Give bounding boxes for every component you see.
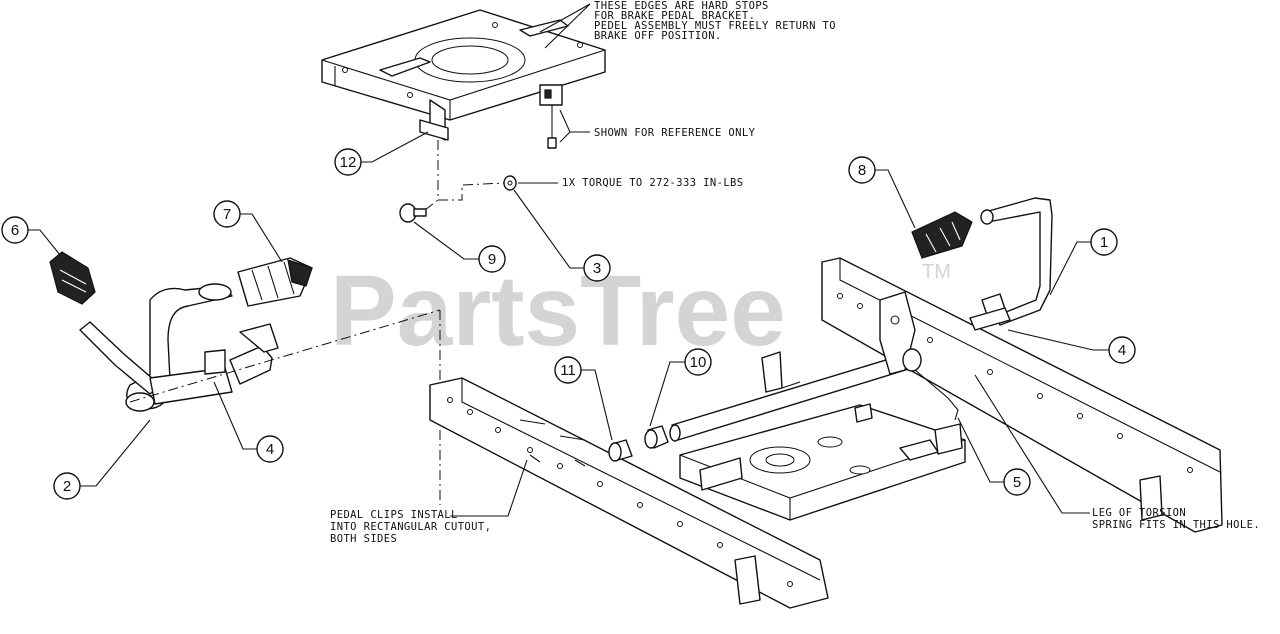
svg-text:3: 3 (593, 260, 601, 277)
center-deck (679, 403, 966, 521)
callout-12: 12 (334, 131, 429, 176)
svg-text:8: 8 (858, 162, 866, 179)
note-torque: 1X TORQUE TO 272-333 IN-LBS (518, 177, 743, 189)
callout-6: 6 (1, 216, 61, 256)
svg-text:5: 5 (1013, 474, 1021, 491)
callout-2: 2 (53, 419, 151, 500)
watermark: PartsTree (330, 255, 786, 367)
callout-8: 8 (848, 156, 916, 229)
part-8-pad (911, 211, 973, 259)
svg-text:6: 6 (11, 222, 19, 239)
svg-text:FOR BRAKE PEDAL BRACKET.: FOR BRAKE PEDAL BRACKET. (594, 10, 755, 22)
callout-4-left: 4 (213, 381, 284, 463)
svg-text:BRAKE OFF POSITION.: BRAKE OFF POSITION. (594, 30, 722, 42)
callout-1: 1 (1049, 228, 1118, 296)
svg-text:LEG OF TORSION: LEG OF TORSION (1092, 507, 1186, 519)
seat-plate (321, 9, 606, 149)
callout-7: 7 (213, 200, 283, 263)
right-frame-rail (821, 257, 1223, 533)
callout-9: 9 (413, 221, 506, 273)
part-10-bushing (644, 425, 669, 449)
svg-text:12: 12 (340, 154, 357, 171)
svg-text:7: 7 (223, 206, 231, 223)
svg-text:SPRING FITS IN THIS HOLE.: SPRING FITS IN THIS HOLE. (1092, 519, 1260, 531)
note-pedal-clips: PEDAL CLIPS INSTALL INTO RECTANGULAR CUT… (330, 459, 528, 545)
trademark: TM (922, 261, 951, 283)
left-frame-rail (429, 377, 829, 609)
svg-text:SHOWN FOR REFERENCE ONLY: SHOWN FOR REFERENCE ONLY (594, 127, 756, 139)
svg-text:11: 11 (560, 362, 576, 379)
part-9-bolt (399, 203, 427, 223)
svg-text:4: 4 (1118, 342, 1126, 359)
callout-3: 3 (513, 189, 611, 282)
callout-4-right: 4 (1007, 329, 1136, 364)
note-hard-stops: THESE EDGES ARE HARD STOPS FOR BRAKE PED… (539, 0, 836, 49)
callout-5: 5 (957, 417, 1031, 496)
callout-10: 10 (649, 348, 712, 427)
part-6-pad (49, 251, 96, 305)
svg-text:9: 9 (488, 251, 496, 268)
part-3-nut (503, 175, 517, 191)
part-7-pad (237, 257, 313, 307)
note-reference: SHOWN FOR REFERENCE ONLY (559, 109, 756, 143)
note-torsion: LEG OF TORSION SPRING FITS IN THIS HOLE. (974, 374, 1260, 531)
svg-text:4: 4 (266, 441, 274, 458)
part-1-pedal (969, 197, 1053, 331)
svg-text:BOTH SIDES: BOTH SIDES (330, 533, 397, 545)
svg-text:2: 2 (63, 478, 71, 495)
svg-text:10: 10 (690, 354, 707, 371)
svg-text:THESE EDGES ARE HARD STOPS: THESE EDGES ARE HARD STOPS (594, 0, 769, 12)
svg-text:PEDEL ASSEMBLY MUST FREELY RET: PEDEL ASSEMBLY MUST FREELY RETURN TO (594, 20, 836, 32)
svg-text:PEDAL CLIPS INSTALL: PEDAL CLIPS INSTALL (330, 509, 458, 521)
part-11-bushing (608, 439, 633, 462)
svg-text:1: 1 (1100, 234, 1108, 251)
brake-pedal-arm (79, 283, 279, 412)
svg-text:INTO RECTANGULAR CUTOUT,: INTO RECTANGULAR CUTOUT, (330, 521, 491, 533)
svg-text:1X TORQUE TO 272-333 IN-LBS: 1X TORQUE TO 272-333 IN-LBS (562, 177, 743, 189)
callout-11: 11 (554, 356, 613, 441)
